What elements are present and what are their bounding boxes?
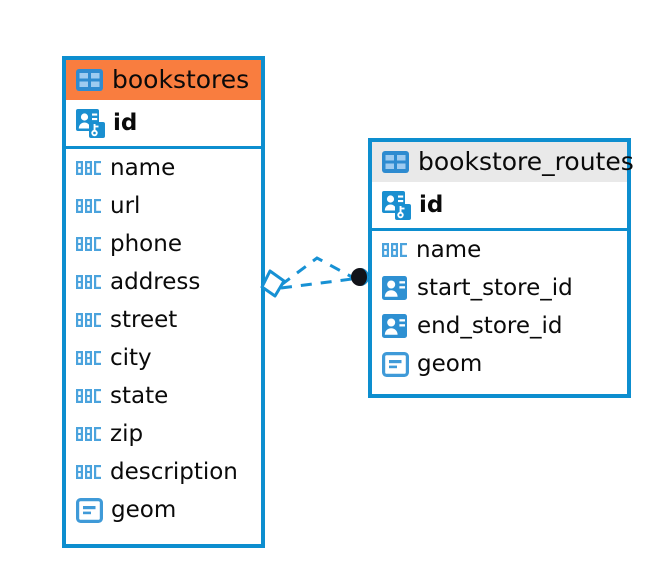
field-name: id <box>419 191 444 218</box>
field-row-name[interactable]: name <box>66 149 261 187</box>
field-name: id <box>113 109 138 136</box>
abc-text-icon <box>76 161 102 175</box>
relationship-line-lower <box>280 277 353 290</box>
field-name: phone <box>110 230 182 257</box>
field-name: street <box>110 306 178 333</box>
field-row-geom[interactable]: geom <box>66 491 261 529</box>
geometry-icon <box>382 351 409 377</box>
field-name: start_store_id <box>417 274 573 301</box>
filled-circle-marker <box>351 268 369 286</box>
field-list: name <box>66 149 261 529</box>
field-name: city <box>110 344 152 371</box>
abc-text-icon <box>76 237 102 251</box>
primary-key-divider <box>66 146 261 149</box>
table-icon <box>76 68 103 91</box>
entity-bookstore-routes[interactable]: bookstore_routes id <box>368 138 634 398</box>
field-name: url <box>110 192 141 219</box>
field-name: end_store_id <box>417 312 563 339</box>
field-row-id[interactable]: id <box>372 182 627 228</box>
abc-text-icon <box>76 427 102 441</box>
abc-text-icon <box>76 389 102 403</box>
abc-text-icon <box>76 465 102 479</box>
field-row-phone[interactable]: phone <box>66 225 261 263</box>
field-row-zip[interactable]: zip <box>66 415 261 453</box>
field-name: name <box>416 236 482 263</box>
abc-text-icon <box>76 313 102 327</box>
foreign-key-icon <box>382 275 409 301</box>
abc-text-icon <box>382 243 408 257</box>
field-row-id[interactable]: id <box>66 100 261 146</box>
field-row-url[interactable]: url <box>66 187 261 225</box>
field-row-start-store-id[interactable]: start_store_id <box>372 269 627 307</box>
entity-title: bookstores <box>112 65 250 94</box>
entity-header-bookstores[interactable]: bookstores <box>66 60 261 100</box>
field-name: geom <box>417 350 483 377</box>
foreign-key-icon <box>382 313 409 339</box>
field-name: description <box>110 458 238 485</box>
primary-key-icon <box>76 108 105 138</box>
field-name: zip <box>110 420 144 447</box>
relationship-line-upper <box>280 256 353 287</box>
field-row-state[interactable]: state <box>66 377 261 415</box>
field-name: address <box>110 268 201 295</box>
diamond-marker <box>260 269 286 298</box>
primary-key-divider <box>372 228 627 231</box>
field-row-address[interactable]: address <box>66 263 261 301</box>
geometry-icon <box>76 497 103 523</box>
entity-title: bookstore_routes <box>418 147 634 176</box>
table-icon <box>382 150 409 173</box>
field-row-end-store-id[interactable]: end_store_id <box>372 307 627 345</box>
field-list: name start_store_id <box>372 231 627 383</box>
abc-text-icon <box>76 275 102 289</box>
field-row-geom[interactable]: geom <box>372 345 627 383</box>
field-row-city[interactable]: city <box>66 339 261 377</box>
field-name: name <box>110 154 176 181</box>
primary-key-icon <box>382 190 411 220</box>
field-row-description[interactable]: description <box>66 453 261 491</box>
abc-text-icon <box>76 351 102 365</box>
field-row-name[interactable]: name <box>372 231 627 269</box>
field-name: state <box>110 382 169 409</box>
entity-header-bookstore-routes[interactable]: bookstore_routes <box>372 142 634 182</box>
field-row-street[interactable]: street <box>66 301 261 339</box>
field-name: geom <box>111 496 177 523</box>
abc-text-icon <box>76 199 102 213</box>
entity-bookstores[interactable]: bookstores id <box>62 56 265 548</box>
